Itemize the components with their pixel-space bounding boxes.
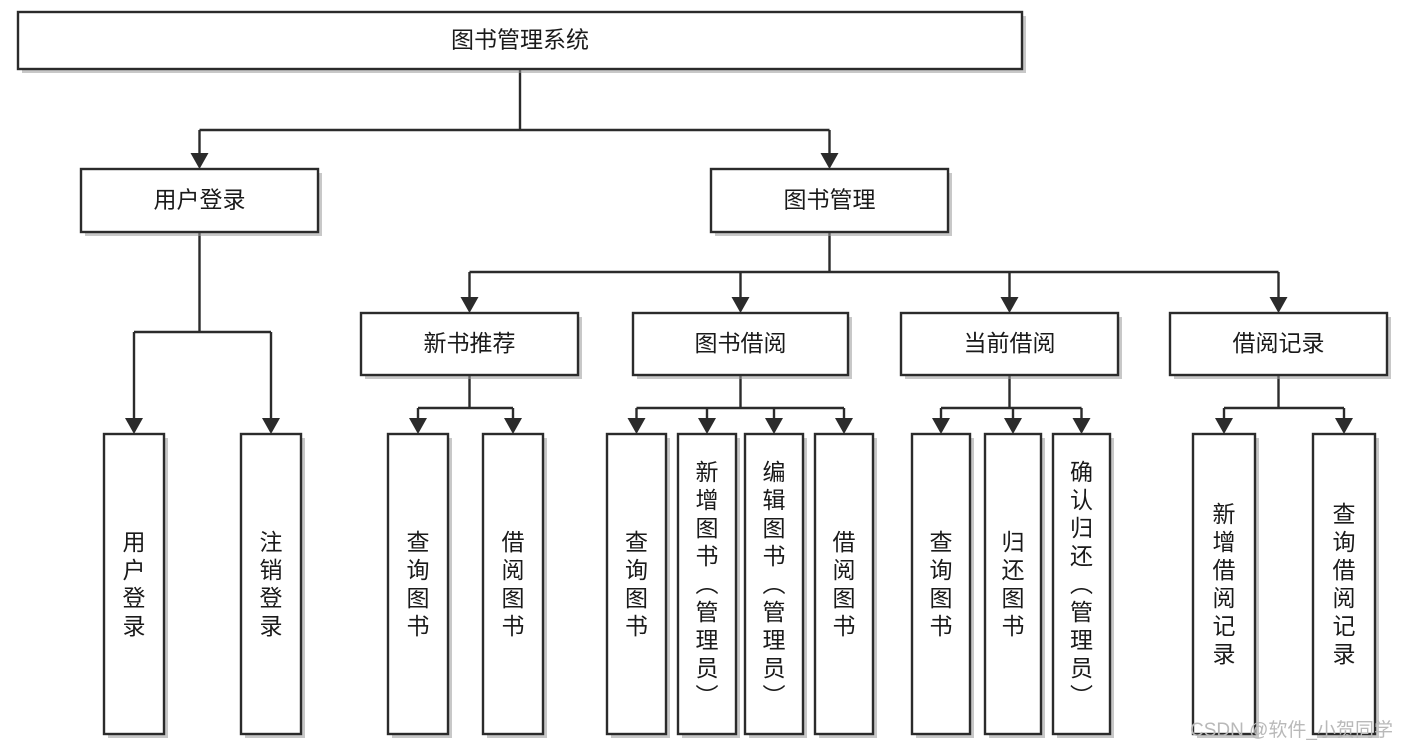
edge-user-login-branch-0-arrowhead	[125, 418, 143, 434]
node-book-borrow-label: 图书借阅	[695, 330, 787, 356]
edge-book-management-branch-3-arrowhead	[1269, 297, 1288, 313]
node-current-borrow[interactable]: 当前借阅	[899, 311, 1122, 379]
edge-book-management-branch-1-arrowhead	[731, 297, 750, 313]
edge-current-borrow-branch-1-arrowhead	[1004, 418, 1022, 434]
node-leaf-edit-book-label: 编辑图书︵管理员︶	[763, 459, 786, 709]
node-leaf-confirm-return-label: 确认归还︵管理员︶	[1070, 459, 1093, 709]
node-leaf-add-book-label: 新增图书︵管理员︶	[696, 459, 719, 709]
node-leaf-edit-book[interactable]: 编辑图书︵管理员︶	[743, 432, 807, 738]
node-leaf-borrow-book-1[interactable]: 借阅图书	[481, 432, 547, 738]
node-book-borrow[interactable]: 图书借阅	[631, 311, 852, 379]
node-leaf-logout-login-label: 注销登录	[260, 529, 283, 639]
node-new-book-recommend-label: 新书推荐	[424, 330, 516, 356]
node-leaf-add-record-label: 新增借阅记录	[1213, 501, 1236, 667]
edge-borrow-record-branch-0-arrowhead	[1215, 418, 1233, 434]
edge-book-borrow-branch-1-arrowhead	[698, 418, 716, 434]
edge-root-branch-0-arrowhead	[190, 153, 209, 169]
node-leaf-add-book[interactable]: 新增图书︵管理员︶	[676, 432, 740, 738]
node-book-management-label: 图书管理	[784, 187, 876, 213]
node-leaf-confirm-return[interactable]: 确认归还︵管理员︶	[1051, 432, 1114, 738]
node-leaf-user-login[interactable]: 用户登录	[102, 432, 168, 738]
node-user-login-label: 用户登录	[154, 187, 246, 213]
node-leaf-logout-login[interactable]: 注销登录	[239, 432, 305, 738]
node-leaf-query-book-3[interactable]: 查询图书	[910, 432, 974, 738]
node-leaf-borrow-book-1-label: 借阅图书	[502, 529, 525, 639]
node-user-login[interactable]: 用户登录	[79, 167, 322, 236]
edge-new-book-branch-1-arrowhead	[504, 418, 522, 434]
node-leaf-query-book-3-label: 查询图书	[930, 529, 953, 639]
edge-book-borrow-branch-2-arrowhead	[765, 418, 783, 434]
node-leaf-query-book-2[interactable]: 查询图书	[605, 432, 670, 738]
node-leaf-return-book-label: 归还图书	[1002, 529, 1025, 639]
node-new-book-recommend[interactable]: 新书推荐	[359, 311, 582, 379]
edges-layer	[125, 69, 1353, 434]
node-leaf-borrow-book-2-label: 借阅图书	[833, 529, 856, 639]
edge-current-borrow-branch-2-arrowhead	[1072, 418, 1091, 434]
edge-current-borrow-branch-0-arrowhead	[932, 418, 950, 434]
node-leaf-borrow-book-2[interactable]: 借阅图书	[813, 432, 877, 738]
node-root-system-label: 图书管理系统	[451, 27, 589, 53]
node-borrow-record[interactable]: 借阅记录	[1168, 311, 1391, 379]
csdn-watermark: CSDN @软件_小贺同学	[1190, 719, 1393, 741]
edge-root-branch-1-arrowhead	[820, 153, 839, 169]
edge-book-management-branch-2-arrowhead	[1000, 297, 1019, 313]
node-leaf-return-book[interactable]: 归还图书	[983, 432, 1045, 738]
node-root-system[interactable]: 图书管理系统	[16, 10, 1026, 73]
node-book-management[interactable]: 图书管理	[709, 167, 952, 236]
edge-new-book-branch-0-arrowhead	[409, 418, 427, 434]
node-current-borrow-label: 当前借阅	[964, 330, 1056, 356]
node-leaf-user-login-label: 用户登录	[123, 529, 146, 639]
node-borrow-record-label: 借阅记录	[1233, 330, 1325, 356]
nodes-layer: 图书管理系统用户登录图书管理新书推荐图书借阅当前借阅借阅记录用户登录注销登录查询…	[16, 10, 1391, 738]
node-leaf-query-record-label: 查询借阅记录	[1333, 501, 1356, 667]
node-leaf-query-book-2-label: 查询图书	[625, 529, 648, 639]
edge-book-borrow-branch-0-arrowhead	[627, 418, 646, 434]
edge-user-login-branch-1-arrowhead	[262, 418, 280, 434]
node-leaf-query-record[interactable]: 查询借阅记录	[1311, 432, 1379, 738]
node-leaf-add-record[interactable]: 新增借阅记录	[1191, 432, 1259, 738]
edge-book-management-branch-0-arrowhead	[460, 297, 479, 313]
edge-book-borrow-branch-3-arrowhead	[835, 418, 853, 434]
node-leaf-query-book-1[interactable]: 查询图书	[386, 432, 452, 738]
edge-borrow-record-branch-1-arrowhead	[1335, 418, 1353, 434]
node-leaf-query-book-1-label: 查询图书	[407, 529, 430, 639]
